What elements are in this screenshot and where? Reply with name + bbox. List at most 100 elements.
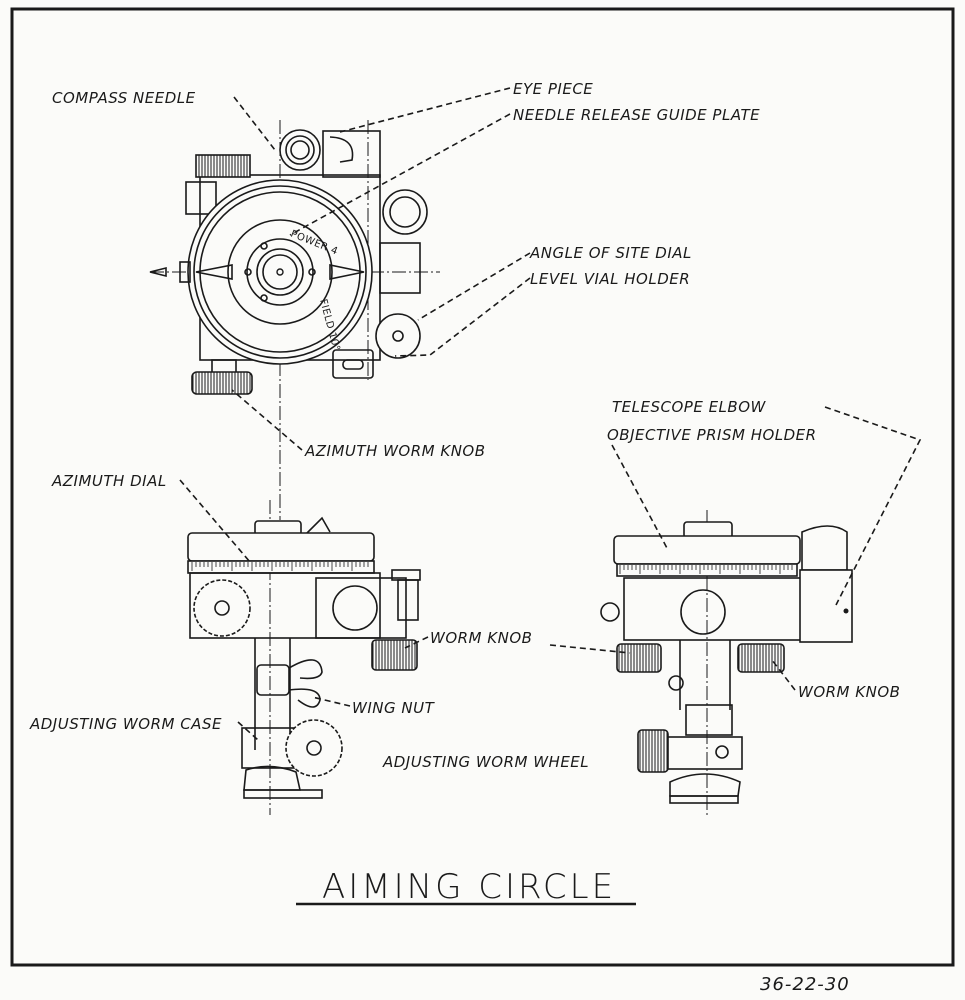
label-worm-knob-front: WORM KNOB bbox=[430, 629, 532, 647]
label-azimuth-worm-knob: AZIMUTH WORM KNOB bbox=[304, 442, 486, 460]
side-dial-cover bbox=[613, 535, 801, 565]
azimuth-dial-ticks bbox=[191, 562, 369, 571]
leader-lines bbox=[179, 87, 922, 741]
side-dial-ticks bbox=[619, 565, 793, 574]
angle-of-site-dial-icon bbox=[375, 313, 421, 359]
label-level-vial-holder: LEVEL VIAL HOLDER bbox=[530, 270, 690, 288]
eyepiece-lens bbox=[262, 254, 298, 290]
adjusting-worm-wheel-icon bbox=[637, 729, 669, 773]
azimuth-worm-knob-icon bbox=[191, 371, 253, 395]
leader-wing-nut bbox=[311, 696, 351, 707]
label-worm-knob-side: WORM KNOB bbox=[798, 683, 900, 701]
label-needle-release-guide-plate: NEEDLE RELEASE GUIDE PLATE bbox=[513, 106, 760, 124]
eyepiece-plate bbox=[227, 219, 333, 325]
drawing-title: AIMING CIRCLE bbox=[322, 867, 616, 907]
label-wing-nut: WING NUT bbox=[352, 699, 436, 717]
top-view: POWER 4 FIELD 10° bbox=[149, 120, 440, 520]
eyepiece-center bbox=[276, 268, 284, 276]
leader-telescope-elbow bbox=[824, 406, 922, 606]
wing-nut-lower-wing bbox=[288, 688, 321, 708]
screw-icon bbox=[308, 268, 316, 276]
right-housing-dial bbox=[332, 585, 378, 631]
leader-worm-knob-side-left bbox=[549, 644, 631, 654]
leader-angle-of-site bbox=[417, 252, 531, 321]
adjusting-knob-icon bbox=[285, 719, 343, 777]
reference-number: 36-22-30 bbox=[760, 974, 850, 995]
base-plate bbox=[243, 789, 323, 799]
left-knob-icon bbox=[193, 579, 251, 637]
top-fin bbox=[304, 516, 331, 536]
label-objective-prism-holder: OBJECTIVE PRISM HOLDER bbox=[607, 426, 817, 444]
worm-knob-front-icon bbox=[371, 639, 418, 671]
compass-ring-2 bbox=[193, 185, 367, 359]
eyepiece-ring bbox=[246, 238, 314, 306]
side-stem-block bbox=[685, 704, 733, 736]
wing-nut-icon bbox=[288, 659, 323, 680]
label-angle-of-site-dial: ANGLE OF SITE DIAL bbox=[529, 244, 692, 262]
label-adjusting-worm-case: ADJUSTING WORM CASE bbox=[29, 715, 222, 733]
worm-gear-icon bbox=[243, 765, 301, 791]
level-vial-holder-icon bbox=[332, 349, 374, 379]
worm-knob-left-icon bbox=[616, 643, 662, 673]
eyepiece-inner bbox=[256, 248, 304, 296]
elbow-tube bbox=[329, 136, 354, 163]
eye-piece-inner bbox=[290, 140, 310, 160]
leader-worm-knob-front bbox=[404, 636, 429, 649]
leader-compass-needle bbox=[233, 96, 276, 151]
eye-piece-lens bbox=[285, 135, 315, 165]
tube-pin bbox=[843, 608, 849, 614]
side-lock-screw-icon bbox=[668, 675, 684, 691]
body-left-bracket bbox=[185, 181, 217, 215]
leader-adjusting-worm-case bbox=[237, 721, 259, 741]
side-base-plate bbox=[669, 795, 739, 804]
needle-stop bbox=[179, 261, 191, 283]
front-body bbox=[189, 572, 381, 639]
side-screw-icon bbox=[600, 602, 620, 622]
angle-of-site-dial-center bbox=[392, 330, 404, 342]
label-azimuth-dial: AZIMUTH DIAL bbox=[51, 472, 167, 490]
screw-icon bbox=[244, 268, 252, 276]
azimuth-dial-cover bbox=[187, 532, 375, 562]
compass-needle-left-icon bbox=[195, 264, 233, 280]
screw-icon bbox=[260, 242, 268, 250]
labels: COMPASS NEEDLE EYE PIECE NEEDLE RELEASE … bbox=[29, 80, 900, 771]
leader-needle-release bbox=[289, 113, 511, 236]
label-compass-needle: COMPASS NEEDLE bbox=[52, 89, 196, 107]
needle-release-guide-plate-icon bbox=[322, 130, 381, 178]
side-stem bbox=[679, 640, 731, 710]
leader-azimuth-worm-knob bbox=[231, 389, 303, 451]
telescope-tube bbox=[799, 569, 853, 643]
label-eye-piece: EYE PIECE bbox=[513, 80, 593, 98]
arrow-icon bbox=[149, 266, 167, 278]
left-knob-hub bbox=[214, 600, 230, 616]
front-stem bbox=[254, 638, 291, 750]
compass-outer-ring bbox=[187, 179, 373, 365]
leader-level-vial bbox=[394, 277, 531, 357]
side-tube bbox=[379, 242, 421, 294]
worm-knob-right-icon bbox=[737, 643, 785, 673]
screw-icon bbox=[260, 294, 268, 302]
objective-prism-holder-icon bbox=[680, 589, 726, 635]
leader-azimuth-dial bbox=[179, 479, 251, 563]
side-worm-hub bbox=[715, 745, 729, 759]
right-knob-top-inner bbox=[389, 196, 421, 228]
side-view bbox=[600, 510, 853, 815]
telescope-elbow-icon bbox=[801, 525, 848, 571]
label-adjusting-worm-wheel: ADJUSTING WORM WHEEL bbox=[382, 753, 589, 771]
leader-eye-piece bbox=[339, 87, 511, 133]
right-housing-tab bbox=[397, 579, 419, 621]
compass-needle-right-icon bbox=[329, 264, 365, 280]
top-knob-icon bbox=[195, 154, 251, 178]
side-worm-gear-icon bbox=[669, 773, 741, 797]
side-body bbox=[623, 577, 811, 641]
leader-worm-knob-side-right bbox=[771, 659, 796, 691]
level-vial bbox=[342, 359, 364, 370]
right-housing bbox=[315, 577, 407, 639]
side-worm-housing bbox=[666, 736, 743, 770]
drawing-border bbox=[10, 7, 955, 967]
adjusting-knob-hub bbox=[306, 740, 322, 756]
wing-nut-body bbox=[256, 664, 290, 696]
leader-objective-prism bbox=[611, 444, 669, 551]
label-telescope-elbow: TELESCOPE ELBOW bbox=[612, 398, 766, 416]
